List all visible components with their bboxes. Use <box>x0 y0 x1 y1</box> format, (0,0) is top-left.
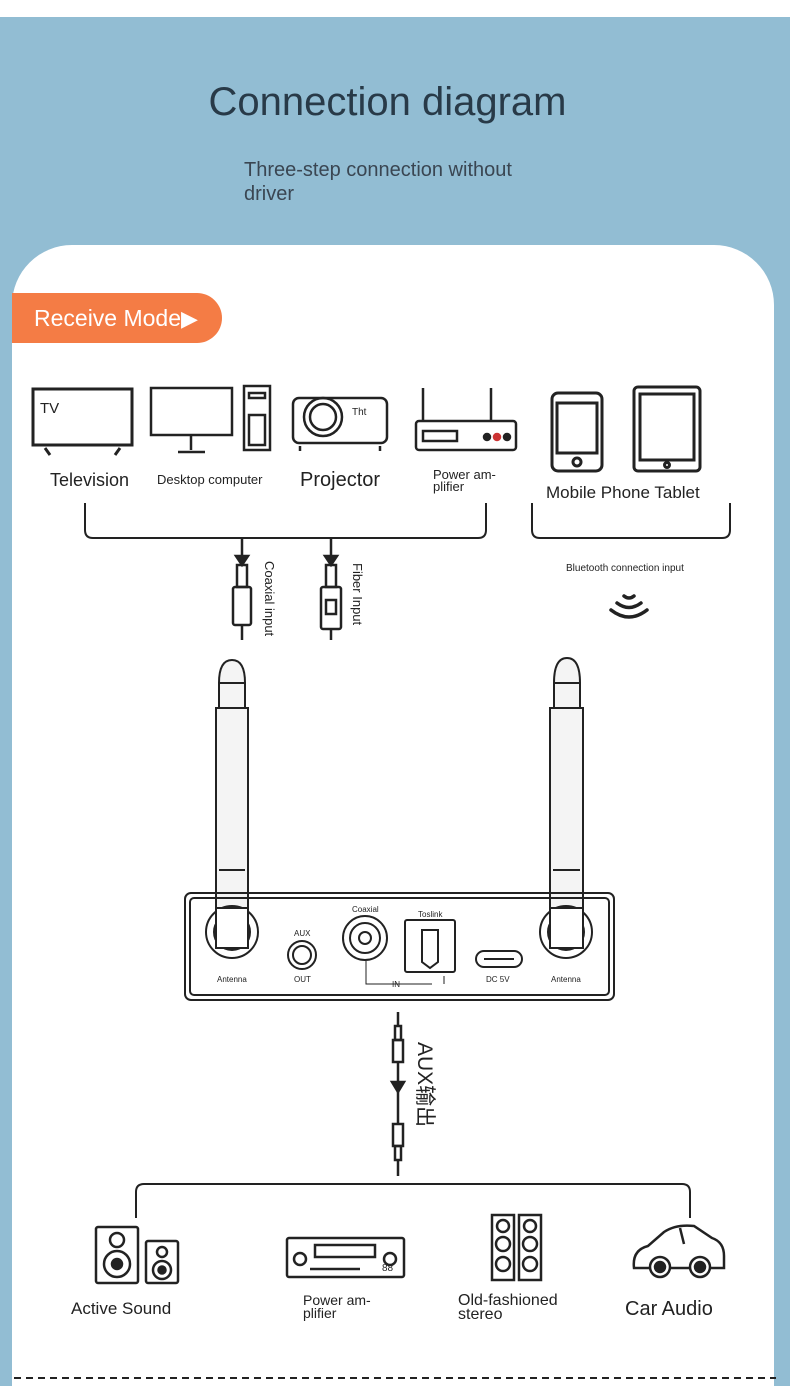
wired-sources-bracket <box>84 503 487 539</box>
coaxial-port-label: Coaxial <box>352 905 379 914</box>
receive-mode-tab[interactable]: Receive Mode▶ <box>12 293 222 343</box>
coaxial-input-label: Coaxial input <box>262 561 277 637</box>
power-amplifier-label-1: Power am- <box>433 467 496 482</box>
car-icon <box>632 1224 726 1279</box>
bluetooth-input-label: Bluetooth connection input <box>566 563 684 574</box>
mobile-phone-icon <box>550 391 604 473</box>
coaxial-cable-icon <box>231 538 253 640</box>
aux-out-label: OUT <box>294 975 311 984</box>
receive-mode-label: Receive Mode <box>34 305 182 331</box>
diagram-card <box>12 245 774 1386</box>
bluetooth-sources-bracket <box>531 503 731 539</box>
active-speaker-icon <box>94 1225 180 1285</box>
tablet-icon <box>632 385 702 473</box>
antenna-right-label: Antenna <box>551 975 581 984</box>
antenna-left-icon <box>215 658 249 944</box>
antenna-left-label: Antenna <box>217 975 247 984</box>
car-audio-label: Car Audio <box>625 1298 713 1320</box>
aux-out-port-icon <box>287 940 317 970</box>
outputs-bracket <box>135 1183 691 1218</box>
dest-power-amplifier-label-1: Power am- <box>303 1292 371 1308</box>
page-subtitle: Three-step connection without driver <box>244 159 512 205</box>
aux-label: AUX <box>294 929 311 938</box>
mobile-phone-tablet-label: Mobile Phone Tablet <box>546 483 700 502</box>
desktop-computer-icon <box>149 384 272 454</box>
desktop-computer-label: Desktop computer <box>157 472 263 487</box>
power-amplifier-label-2: plifier <box>433 479 465 494</box>
play-arrow-icon: ▶ <box>181 306 198 331</box>
page-title: Connection diagram <box>208 80 567 124</box>
projector-label: Projector <box>300 469 380 491</box>
antenna-right-mount-icon <box>539 905 593 959</box>
active-sound-label: Active Sound <box>71 1299 171 1318</box>
wireless-signal-icon <box>609 594 649 619</box>
dc-port-icon <box>475 950 523 968</box>
tv-icon <box>31 387 134 456</box>
projector-logo-text: Tht <box>352 407 367 418</box>
dest-power-amplifier-label-2: plifier <box>303 1305 337 1321</box>
old-fashioned-stereo-label-1: Old-fashioned <box>458 1292 558 1309</box>
receiver-device-icon <box>184 892 615 1001</box>
old-fashioned-stereo-label-2: stereo <box>458 1306 503 1323</box>
tv-screen-text: TV <box>40 400 59 417</box>
toslink-port-icon <box>404 919 456 973</box>
toslink-port-label: Toslink <box>418 910 443 919</box>
fiber-input-label: Fiber Input <box>350 563 365 626</box>
aux-cable-icon <box>389 1012 407 1176</box>
amplifier-receiver-icon <box>285 1236 406 1279</box>
power-amplifier-icon <box>414 388 518 452</box>
television-label: Television <box>50 470 129 490</box>
antenna-left-mount-icon <box>205 905 259 959</box>
in-bracket <box>365 961 445 985</box>
amplifier-display-text: 88 <box>382 1263 394 1274</box>
dc-port-label: DC 5V <box>486 975 510 984</box>
coaxial-port-icon <box>342 915 388 961</box>
in-label: IN <box>392 980 400 989</box>
antenna-right-icon <box>549 656 584 944</box>
fiber-cable-icon <box>319 538 343 640</box>
stereo-speakers-icon <box>490 1213 543 1282</box>
aux-output-label: AUX输出 <box>413 1042 436 1127</box>
projector-icon <box>291 396 389 451</box>
